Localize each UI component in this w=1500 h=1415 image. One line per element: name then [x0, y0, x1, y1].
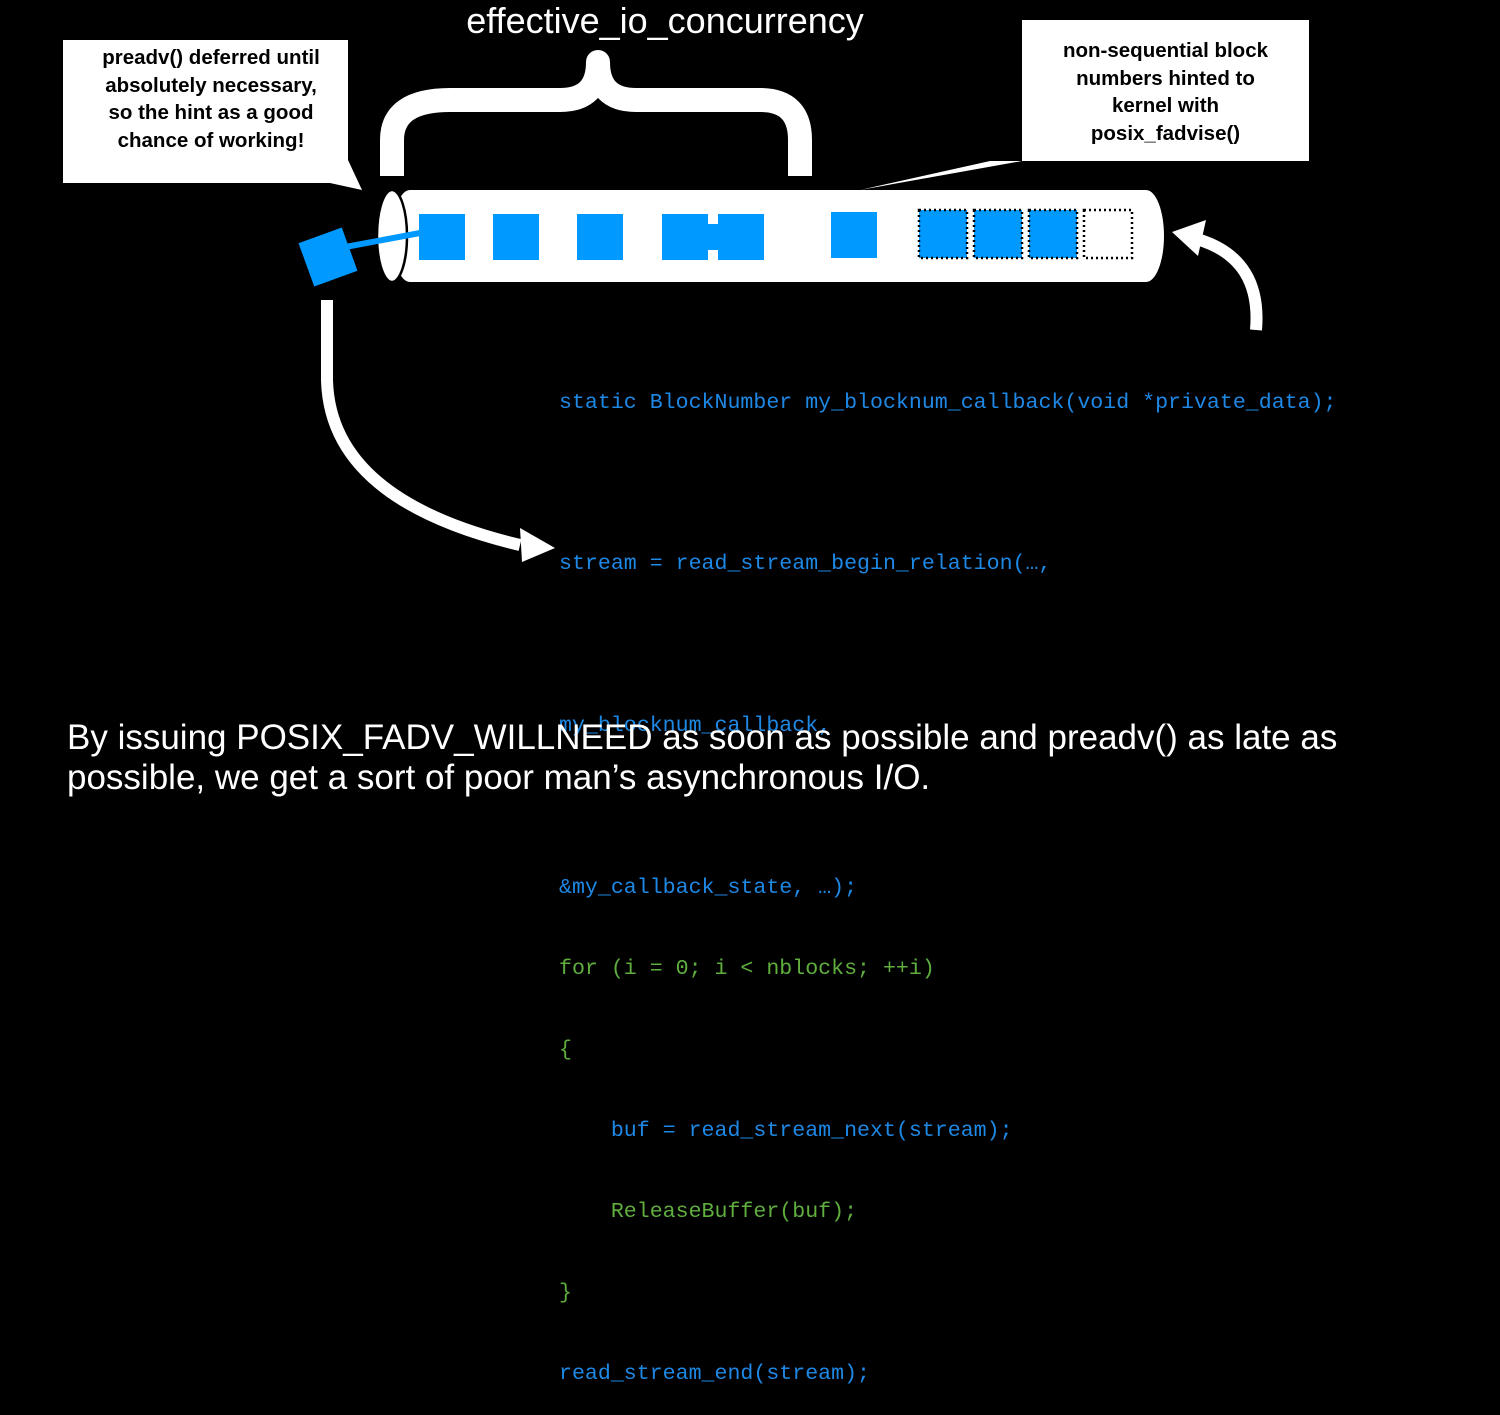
block: [493, 214, 539, 260]
code-line: {: [559, 1038, 572, 1062]
code-line: &my_callback_state, …);: [559, 876, 858, 900]
exiting-block: [298, 227, 358, 287]
hinted-block: [972, 208, 1024, 260]
pipeline-diagram: [63, 20, 1309, 562]
empty-block-slot: [1082, 208, 1134, 260]
code-line: static BlockNumber my_blocknum_callback(…: [559, 391, 1337, 415]
code-line: ReleaseBuffer(buf);: [559, 1200, 858, 1224]
code-line: for (i = 0; i < nblocks; ++i): [559, 957, 935, 981]
code-line: read_stream_end(stream);: [559, 1362, 871, 1386]
code-block: static BlockNumber my_blocknum_callback(…: [559, 336, 1337, 1415]
callout-left-text: preadv() deferred until absolutely neces…: [102, 46, 320, 152]
arrowhead-icon: [520, 528, 555, 562]
code-line: buf = read_stream_next(stream);: [559, 1119, 1013, 1143]
block: [577, 214, 623, 260]
effective-io-concurrency-label: effective_io_concurrency: [466, 0, 864, 41]
connector-line: [339, 230, 421, 251]
hinted-block: [917, 208, 969, 260]
block: [831, 212, 877, 258]
arrowhead-icon: [1172, 220, 1206, 256]
merged-block: [662, 214, 764, 260]
block: [419, 214, 465, 260]
callout-right-bubble: [860, 20, 1309, 190]
callout-left-bubble: [63, 40, 362, 190]
code-line: }: [559, 1281, 572, 1305]
arrow-to-code: [321, 300, 522, 551]
concurrency-brace: [380, 50, 812, 176]
hinted-block: [1027, 208, 1079, 260]
callout-right-text: non-sequential block numbers hinted to k…: [1062, 39, 1269, 145]
code-line: my_blocknum_callback,: [559, 714, 832, 738]
code-line: stream = read_stream_begin_relation(…,: [559, 552, 1052, 576]
arrow-to-pipe: [1198, 234, 1263, 331]
summary-text: By issuing POSIX_FADV_WILLNEED as soon a…: [67, 718, 1338, 797]
